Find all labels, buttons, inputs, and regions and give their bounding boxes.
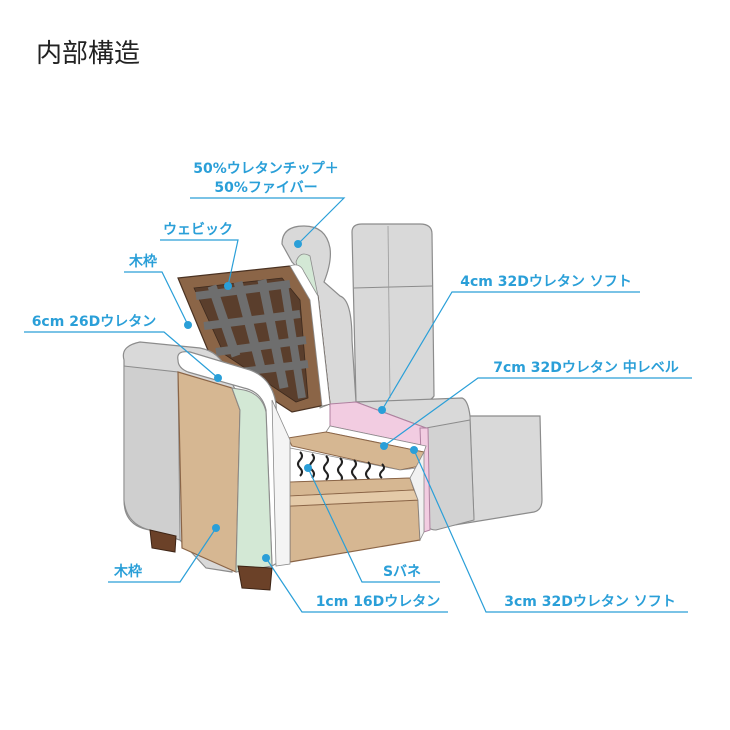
label-frame-top: 木枠: [128, 253, 157, 270]
page-title: 内部構造: [36, 39, 140, 69]
right-back-cushion: [351, 223, 435, 403]
label-frame-bottom: 木枠: [113, 563, 142, 580]
arm-inner-wall: [271, 399, 291, 567]
dot-webbing: [224, 282, 232, 290]
label-urethane-1cm: 1cm 16Dウレタン: [316, 594, 441, 610]
leader-urethane-1cm: [265, 557, 448, 613]
back-urethane-strip: [289, 264, 331, 407]
arm-outer-side: [123, 365, 181, 541]
label-fiber-line2: 50%ファイバー: [214, 180, 317, 196]
dot-frame-top: [184, 321, 192, 329]
seat-base-box: [289, 499, 421, 563]
label-webbing: ウェビック: [163, 222, 233, 238]
label-urethane-7cm: 7cm 32Dウレタン 中レベル: [493, 359, 678, 376]
leader-urethane-7cm: [383, 377, 692, 447]
leader-urethane-3cm: [413, 449, 688, 613]
webbing-strap: [233, 280, 267, 374]
right-back-seam: [353, 285, 433, 289]
dot-urethane-6cm: [214, 374, 222, 382]
dot-urethane-3cm: [410, 446, 418, 454]
leader-fiber: [190, 197, 346, 245]
right-back-seam: [387, 225, 391, 399]
webbing-strap: [215, 336, 307, 356]
leader-lines: [24, 197, 692, 613]
dot-urethane-1cm: [262, 554, 270, 562]
s-spring: [323, 455, 329, 481]
leader-urethane-6cm: [24, 331, 219, 379]
back-leg: [149, 529, 177, 553]
labels: 50%ウレタンチップ＋ 50%ファイバー ウェビック 木枠 6cm 26Dウレタ…: [32, 161, 679, 610]
right-seat-module: [351, 223, 543, 531]
front-leg: [237, 565, 273, 591]
leader-dots: [184, 240, 418, 562]
s-spring: [297, 451, 303, 477]
label-spring: Sバネ: [383, 564, 421, 580]
s-spring: [337, 457, 343, 483]
leader-spring: [307, 467, 440, 583]
seat-front-panel: [409, 451, 425, 542]
label-urethane-4cm: 4cm 32Dウレタン ソフト: [460, 274, 631, 290]
arm-wood-frame: [177, 371, 241, 573]
label-urethane-6cm: 6cm 26Dウレタン: [32, 314, 157, 330]
right-seat-front: [425, 419, 475, 531]
label-fiber-line1: 50%ウレタンチップ＋: [193, 161, 339, 177]
leader-frame-bottom: [108, 527, 217, 583]
dot-urethane-7cm: [380, 442, 388, 450]
leader-frame-top: [124, 271, 189, 326]
s-spring: [379, 463, 385, 479]
seat-section: [287, 401, 431, 563]
dot-urethane-4cm: [378, 406, 386, 414]
webbing-strap: [195, 280, 291, 300]
dot-spring: [304, 464, 312, 472]
leader-webbing: [160, 239, 239, 287]
leader-urethane-4cm: [381, 291, 640, 411]
arm-section: [122, 341, 291, 591]
dot-fiber: [294, 240, 302, 248]
label-urethane-3cm: 3cm 32Dウレタン ソフト: [504, 594, 675, 610]
webbing-strap: [203, 310, 301, 330]
back-frame: [177, 264, 331, 413]
dot-frame-bottom: [212, 524, 220, 532]
